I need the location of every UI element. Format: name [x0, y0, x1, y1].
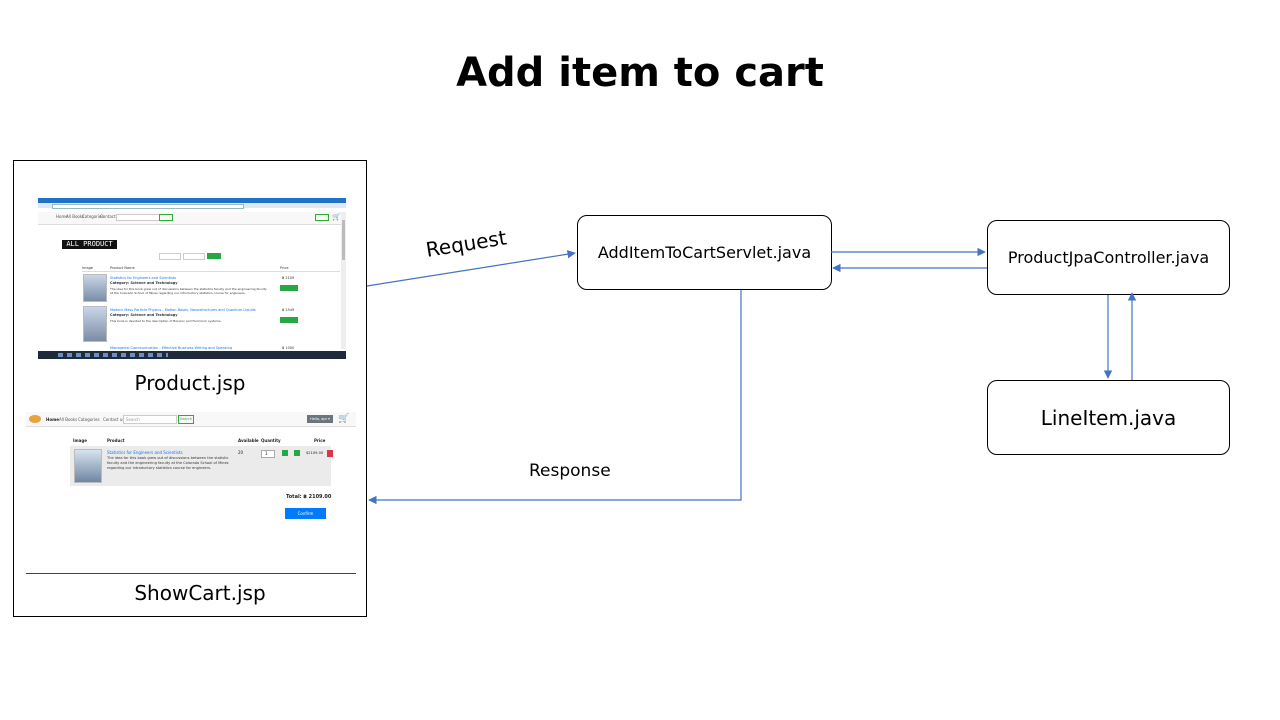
cart-item-description: The idea for this book grew out of discu…	[107, 456, 229, 470]
col-product: Product	[107, 438, 125, 443]
jsp-pages-panel: Home All Books Categories Contact us 🛒 A…	[13, 160, 367, 617]
quantity-field: 1	[261, 450, 275, 458]
response-label: Response	[529, 461, 611, 481]
cart-item-name: Statistics for Engineers and Scientists	[107, 450, 183, 455]
col-price: Price	[280, 266, 289, 270]
product-name: Managerial Communication - Effective Bus…	[110, 346, 233, 350]
servlet-box: AddItemToCartServlet.java	[577, 215, 832, 290]
product-image	[83, 306, 107, 342]
product-image	[83, 274, 107, 302]
nav-all-books: All Books	[66, 214, 85, 219]
taskbar-icons	[58, 353, 168, 357]
add-to-cart-button	[280, 317, 298, 323]
col-product-name: Product Name	[110, 266, 135, 270]
nav-categories: Categories	[78, 417, 100, 422]
product-price: ฿ 2109	[282, 276, 295, 280]
response-arrow	[368, 290, 742, 505]
product-table-header	[82, 266, 340, 272]
product-price: ฿ 1000	[282, 346, 295, 350]
caption-showcart-jsp: ShowCart.jsp	[134, 581, 266, 605]
search-button	[159, 214, 173, 221]
nav-home: Home	[56, 214, 68, 219]
col-image: Image	[82, 266, 93, 270]
controller-box: ProductJpaController.java	[987, 220, 1230, 295]
decrease-quantity-button	[294, 450, 300, 456]
search-button: Search	[178, 415, 194, 424]
site-navbar	[38, 212, 346, 225]
product-description: This book is devoted to the description …	[110, 319, 222, 323]
scrollbar	[341, 212, 346, 349]
cart-icon: 🛒	[332, 213, 341, 221]
increase-quantity-button	[282, 450, 288, 456]
diagram-title: Add item to cart	[456, 50, 824, 96]
cart-item-price: $2109.00	[306, 451, 324, 455]
col-available: Available	[238, 438, 259, 443]
lineitem-label: LineItem.java	[1040, 405, 1177, 430]
product-category: Category: Science and Technology	[110, 313, 178, 317]
nav-categories: Categories	[82, 214, 104, 219]
cart-icon: 🛒	[338, 414, 350, 424]
filter-button	[207, 253, 221, 259]
product-page-screenshot: Home All Books Categories Contact us 🛒 A…	[38, 198, 346, 359]
nav-contact: Contact us	[100, 214, 122, 219]
caption-product-jsp: Product.jsp	[134, 371, 246, 395]
col-price: Price	[314, 438, 326, 443]
product-name: Modern Mass Particle Physics - Motion Ba…	[110, 308, 256, 312]
lineitem-box: LineItem.java	[987, 380, 1230, 455]
browser-titlebar	[38, 198, 346, 203]
col-quantity: Quantity	[261, 438, 281, 443]
remove-item-button	[327, 450, 333, 457]
nav-contact: Contact us	[103, 417, 125, 422]
cart-item-available: 20	[238, 450, 244, 455]
controller-label: ProductJpaController.java	[1007, 248, 1210, 267]
os-taskbar	[38, 351, 346, 359]
user-menu-button: Hello, apr ▾	[307, 415, 333, 423]
nav-home: Home	[46, 417, 59, 422]
scrollbar-thumb	[342, 220, 345, 260]
product-price: ฿ 2549	[282, 308, 295, 312]
showcart-page-screenshot: Home All Books Categories Contact us Sea…	[26, 409, 356, 574]
site-navbar	[26, 412, 356, 427]
request-arrow	[366, 250, 576, 287]
filter-min	[159, 253, 181, 260]
address-field	[52, 204, 244, 209]
login-button	[315, 214, 329, 221]
product-category: Category: Science and Technology	[110, 281, 178, 285]
nav-all-books: All Books	[59, 417, 78, 422]
cart-total: Total: ฿ 2109.00	[286, 494, 332, 500]
filter-max	[183, 253, 205, 260]
page-divider	[26, 573, 356, 574]
servlet-label: AddItemToCartServlet.java	[597, 243, 812, 262]
add-to-cart-button	[280, 285, 298, 291]
confirm-button: Confirm	[285, 508, 326, 519]
all-product-heading: ALL PRODUCT	[62, 240, 117, 249]
search-input: Search	[123, 415, 177, 424]
cart-item-image	[74, 449, 102, 483]
site-logo-icon	[29, 415, 41, 423]
product-name: Statistics for Engineers and Scientists	[110, 276, 177, 280]
product-description: The idea for this book grew out of discu…	[110, 287, 267, 295]
col-image: Image	[73, 438, 87, 443]
